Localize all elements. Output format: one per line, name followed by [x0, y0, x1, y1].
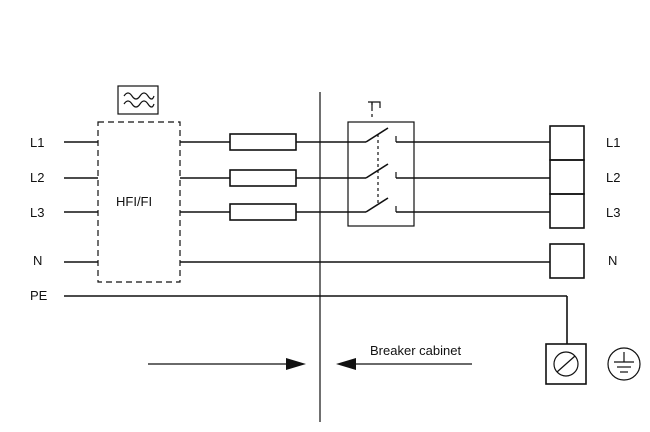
load-label-l3: L3: [606, 205, 620, 220]
supply-label-l1: L1: [30, 135, 44, 150]
left-arrow-to-boundary-icon: [148, 358, 306, 370]
pe-conductor: [64, 295, 568, 344]
hfi-fi-device: [97, 121, 181, 283]
fuses: [229, 133, 297, 221]
fuse-l3: [229, 203, 297, 221]
terminal-block: [549, 125, 585, 279]
outgoing-conductors: [180, 141, 550, 263]
supply-label-n: N: [33, 253, 42, 268]
incoming-conductors: [64, 141, 98, 263]
filter-symbol-icon: [117, 85, 159, 115]
earth-terminal: [545, 343, 587, 385]
terminal-n: [549, 243, 585, 279]
load-label-n: N: [608, 253, 617, 268]
hfi-fi-label: HFI/FI: [116, 194, 152, 209]
ground-icon: [607, 347, 641, 381]
breaker-cabinet-label: Breaker cabinet: [370, 343, 461, 358]
load-label-l2: L2: [606, 170, 620, 185]
load-label-l1: L1: [606, 135, 620, 150]
supply-label-pe: PE: [30, 288, 48, 303]
right-arrow-to-boundary-icon: [336, 358, 472, 370]
supply-label-l2: L2: [30, 170, 44, 185]
phase-conductors: [180, 141, 366, 213]
fuse-l2: [229, 169, 297, 187]
fuse-l1: [229, 133, 297, 151]
breaker-symbol: [347, 101, 415, 227]
supply-label-l3: L3: [30, 205, 44, 220]
